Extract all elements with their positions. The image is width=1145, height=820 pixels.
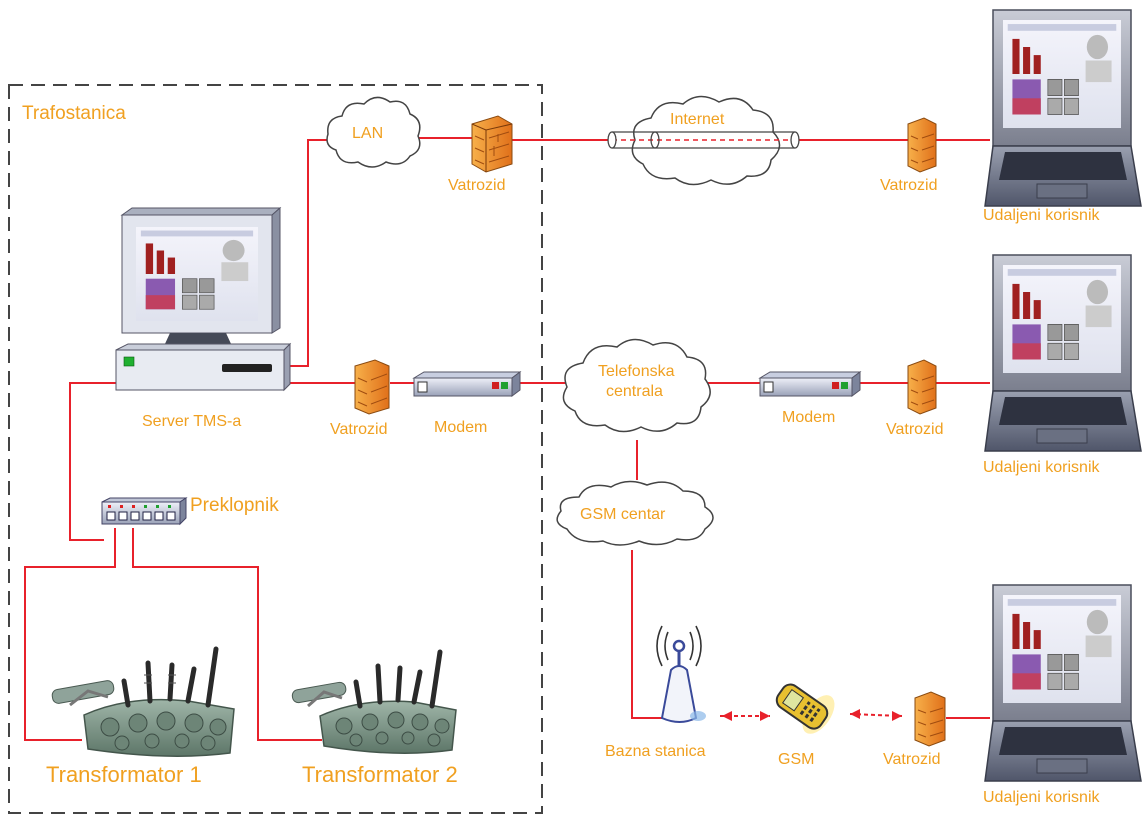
remote-user-3-label: Udaljeni korisnik xyxy=(983,789,1100,806)
phone-exchange-label-line1: Telefonska xyxy=(598,363,675,380)
laptop-3-icon xyxy=(984,584,1142,782)
firewall-remote-1-icon xyxy=(907,117,937,173)
firewall-remote-1-label: Vatrozid xyxy=(880,177,938,194)
modem-local-label: Modem xyxy=(434,419,488,436)
substation-label: Trafostanica xyxy=(22,103,126,124)
remote-user-1-label: Udaljeni korisnik xyxy=(983,207,1100,224)
transformer-2-label: Transformator 2 xyxy=(302,762,458,787)
firewall-server-icon xyxy=(354,359,390,415)
phone-exchange-label-line2: centrala xyxy=(606,383,663,400)
firewall-remote-2-label: Vatrozid xyxy=(886,421,944,438)
base-station-label: Bazna stanica xyxy=(605,743,706,760)
switch-icon xyxy=(101,497,188,526)
gsm-label: GSM xyxy=(778,751,815,768)
remote-user-2-label: Udaljeni korisnik xyxy=(983,459,1100,476)
modem-local-icon xyxy=(412,371,522,397)
signal-arrowheads xyxy=(722,709,902,721)
firewall-lan-icon xyxy=(471,115,513,173)
substation-boundary xyxy=(8,84,543,814)
antenna-icon xyxy=(656,625,706,723)
modem-remote-icon xyxy=(758,371,862,397)
laptop-1-icon xyxy=(984,9,1142,207)
firewall-remote-3-icon xyxy=(914,691,946,747)
firewall-remote-3-label: Vatrozid xyxy=(883,751,941,768)
connection-lines xyxy=(24,137,990,741)
laptop-2-icon xyxy=(984,254,1142,452)
gsm-center-cloud-icon xyxy=(556,480,714,546)
internet-label: Internet xyxy=(670,111,725,128)
phone-exchange-cloud-icon xyxy=(562,338,711,433)
server-label: Server TMS-a xyxy=(142,413,242,430)
transformer-2-icon xyxy=(291,649,457,754)
firewall-lan-label: Vatrozid xyxy=(448,177,506,194)
server-icon xyxy=(115,206,292,392)
gsm-center-label: GSM centar xyxy=(580,506,666,523)
switch-label: Preklopnik xyxy=(190,495,279,516)
lan-cloud-icon xyxy=(326,96,421,168)
transformer-1-label: Transformator 1 xyxy=(46,762,202,787)
transformer-1-icon xyxy=(51,646,235,757)
firewall-remote-2-icon xyxy=(907,359,937,415)
mobile-phone-icon xyxy=(775,683,835,734)
firewall-server-label: Vatrozid xyxy=(330,421,388,438)
lan-label: LAN xyxy=(352,125,384,142)
modem-remote-label: Modem xyxy=(782,409,836,426)
internet-tunnel-icon xyxy=(607,131,800,149)
